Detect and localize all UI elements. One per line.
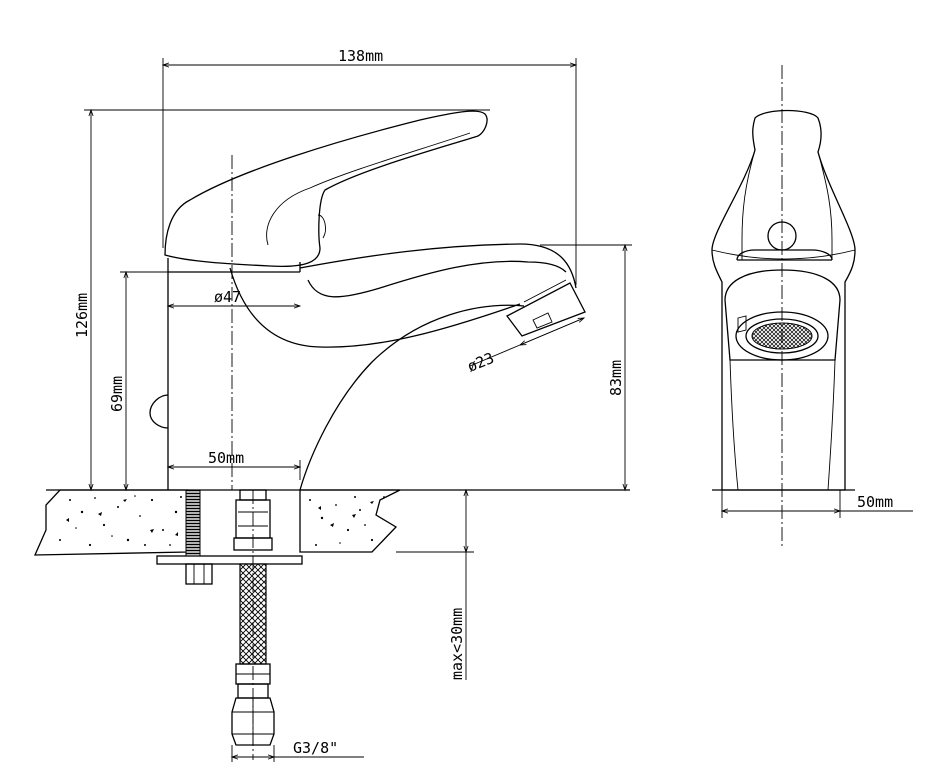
dim-height-83: 83mm [540,243,632,492]
dim-label-50mm-side: 50mm [857,493,893,511]
dim-label-50mm-front: 50mm [208,449,244,467]
dim-height-126: 126mm [73,108,490,492]
dim-label-dia23: ø23 [465,349,497,376]
front-view [33,110,630,760]
dim-diameter-23: ø23 [465,317,586,376]
dim-max-thickness: max<30mm [396,488,474,680]
dim-label-138mm: 138mm [338,47,383,65]
threaded-stud [185,489,201,557]
dim-width-138: 138mm [161,47,578,285]
dim-label-dia47: ø47 [214,288,241,306]
faucet-body [149,243,586,491]
dim-label-max30mm: max<30mm [448,608,466,680]
dim-label-83mm: 83mm [607,360,625,396]
side-view [711,65,856,548]
mounting-plate [156,555,303,565]
dim-diameter-47: ø47 [166,288,302,309]
lever-handle [164,110,488,268]
dim-height-69: 69mm [108,270,168,492]
countertop-right [299,489,401,553]
dim-offset-50: 50mm [166,449,302,480]
granite-speckles [59,495,385,547]
mounting-nut [185,563,213,585]
dim-hose-thread: G3/8" [230,739,364,762]
countertop-left [33,489,189,556]
dim-label-69mm: 69mm [108,376,126,412]
dim-label-126mm: 126mm [73,293,91,338]
dim-side-width-50: 50mm [720,490,913,518]
dim-label-g38: G3/8" [293,739,338,757]
